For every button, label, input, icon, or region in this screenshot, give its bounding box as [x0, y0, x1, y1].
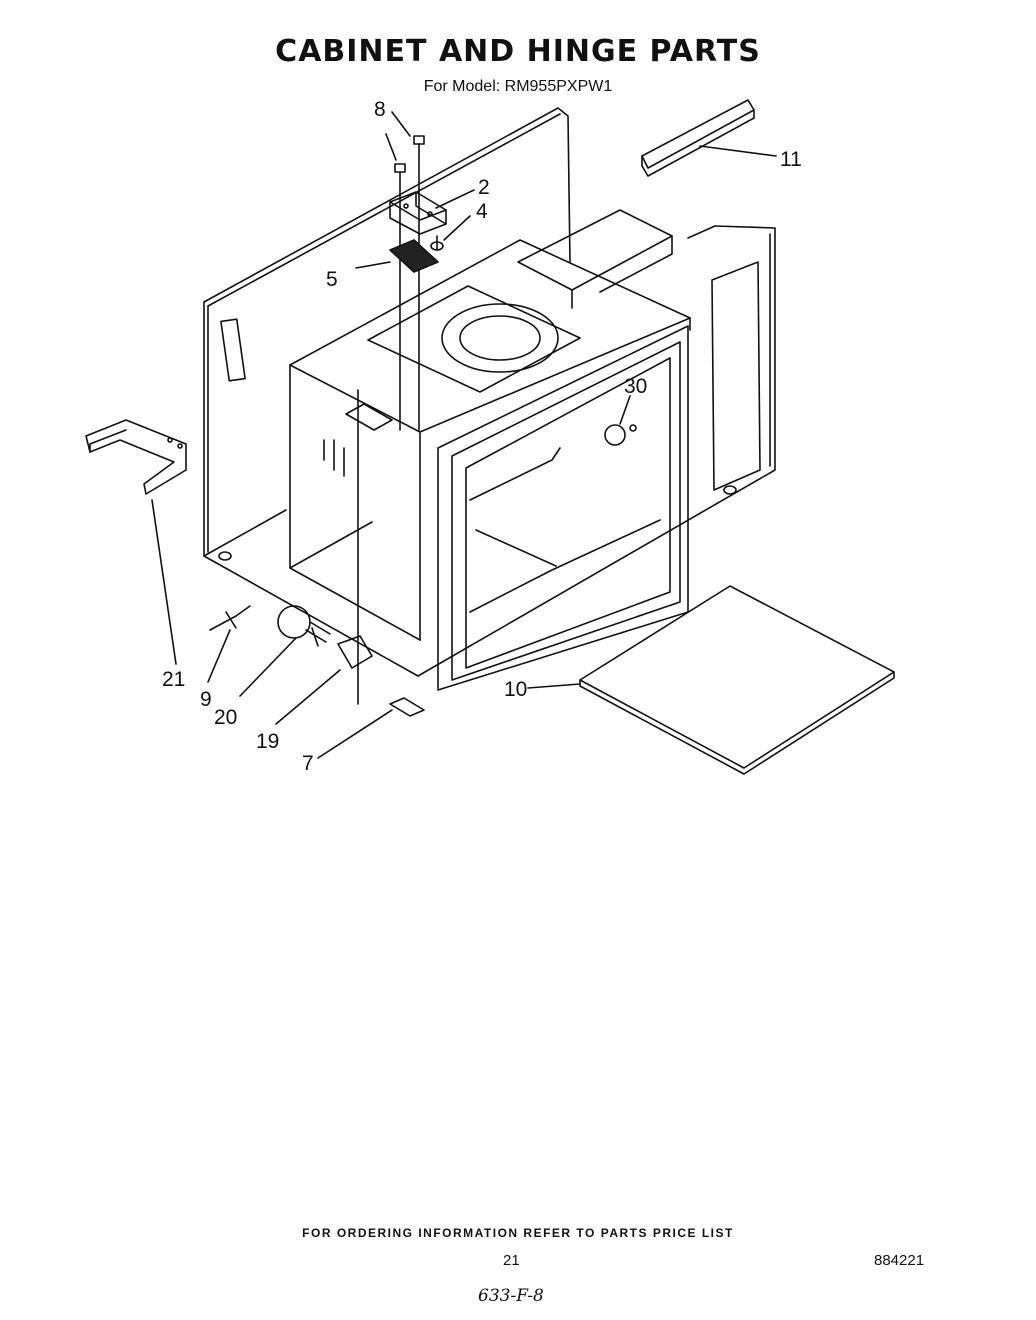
callout-8: 8 — [374, 98, 386, 121]
page-number: 21 — [503, 1252, 520, 1269]
model-subtitle: For Model: RM955PXPW1 — [423, 78, 613, 95]
handwritten-code: 633-F-8 — [478, 1286, 544, 1306]
lamp-bulb-part-20 — [277, 605, 331, 647]
callout-21: 21 — [162, 668, 185, 691]
bracket-part-21 — [85, 419, 187, 495]
callout-7: 7 — [302, 752, 314, 775]
callout-20: 20 — [214, 706, 237, 729]
callout-11: 11 — [780, 148, 802, 171]
callout-5: 5 — [326, 268, 338, 291]
grille-part-5 — [389, 239, 439, 273]
callout-30: 30 — [624, 375, 647, 398]
washer-part-4 — [430, 235, 444, 251]
callout-2: 2 — [478, 176, 490, 199]
callout-9: 9 — [200, 688, 212, 711]
hinge-plate-part-7 — [345, 389, 425, 717]
callout-4: 4 — [476, 200, 488, 223]
trim-strip-part-11 — [641, 99, 755, 177]
exploded-parts-diagram: 8 2 4 5 11 30 21 9 20 19 7 10 — [85, 98, 895, 775]
document-number: 884221 — [874, 1252, 925, 1269]
ordering-note: FOR ORDERING INFORMATION REFER TO PARTS … — [302, 1226, 734, 1240]
callout-19: 19 — [256, 730, 279, 753]
bottom-panel-part-10 — [579, 585, 895, 775]
pin-part-9 — [209, 605, 251, 631]
lamp-socket-part-19 — [337, 635, 373, 669]
hinge-bracket-part-2 — [389, 191, 447, 235]
screws-part-8 — [394, 135, 425, 431]
oven-chassis — [289, 209, 691, 691]
callout-10: 10 — [504, 678, 527, 701]
leader-lines — [151, 111, 777, 759]
page-title: CABINET AND HINGE PARTS — [275, 34, 761, 69]
cabinet-wrapper — [203, 107, 776, 677]
